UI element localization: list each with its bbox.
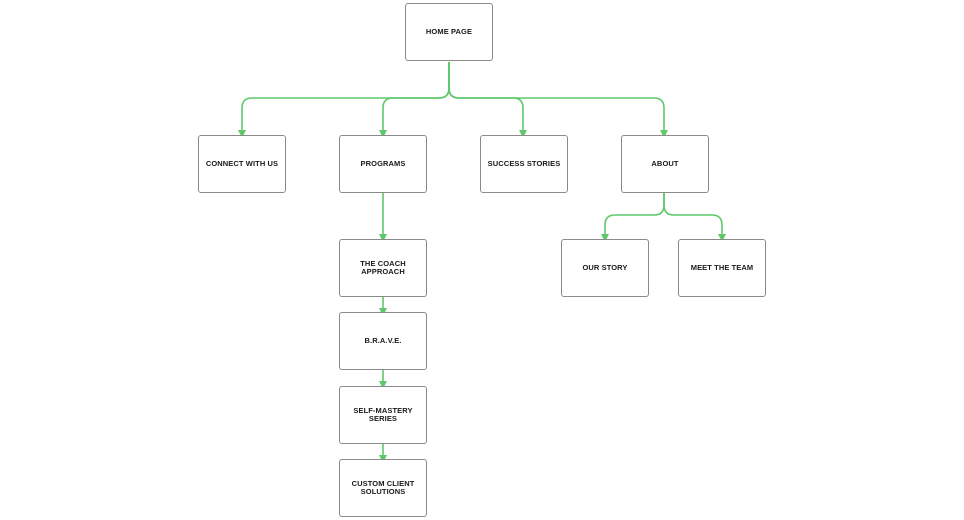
node-brave-label: B.R.A.V.E. (364, 335, 402, 345)
node-our-story-label: OUR STORY (582, 262, 628, 272)
node-connect-with-us-label: CONNECT WITH US (205, 158, 279, 168)
node-about[interactable]: ABOUT (621, 135, 709, 193)
node-programs-label: PROGRAMS (360, 158, 406, 168)
node-the-coach-approach[interactable]: THE COACH APPROACH (339, 239, 427, 297)
connector-home-programs (379, 62, 450, 138)
connector-home-about (448, 62, 668, 138)
node-self-mastery-series-label: SELF-MASTERY SERIES (353, 405, 413, 423)
node-our-story[interactable]: OUR STORY (561, 239, 649, 297)
node-success-stories[interactable]: SUCCESS STORIES (480, 135, 568, 193)
node-custom-client-solutions[interactable]: CUSTOM CLIENT SOLUTIONS (339, 459, 427, 517)
node-custom-client-solutions-label: CUSTOM CLIENT SOLUTIONS (351, 478, 415, 496)
node-programs[interactable]: PROGRAMS (339, 135, 427, 193)
node-meet-the-team-label: MEET THE TEAM (690, 262, 754, 272)
node-meet-the-team[interactable]: MEET THE TEAM (678, 239, 766, 297)
node-self-mastery-series[interactable]: SELF-MASTERY SERIES (339, 386, 427, 444)
node-success-stories-label: SUCCESS STORIES (487, 158, 561, 168)
connector-about-team (663, 193, 726, 242)
node-connect-with-us[interactable]: CONNECT WITH US (198, 135, 286, 193)
connector-about-story (601, 193, 665, 242)
node-home-page[interactable]: HOME PAGE (405, 3, 493, 61)
node-brave[interactable]: B.R.A.V.E. (339, 312, 427, 370)
node-home-page-label: HOME PAGE (425, 26, 473, 36)
node-the-coach-approach-label: THE COACH APPROACH (360, 258, 406, 276)
node-about-label: ABOUT (651, 158, 679, 168)
